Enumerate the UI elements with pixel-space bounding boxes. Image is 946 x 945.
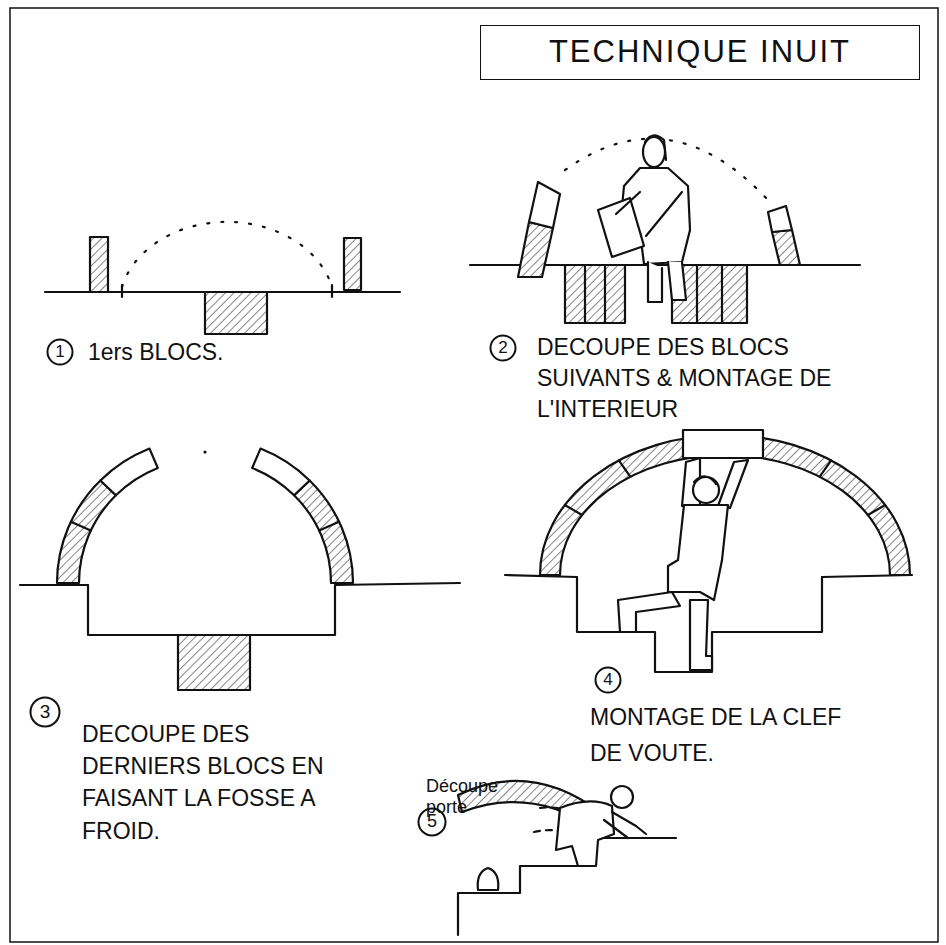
dome-outline-dashed [122,222,332,287]
callout-text: Découpe porte [426,776,510,817]
number-circle [491,336,516,361]
page-frame [10,8,938,942]
block-cut [697,265,722,323]
dome-blocks [252,449,309,496]
dome-blocks [294,481,353,584]
ground-line [20,583,460,585]
number-circle [48,340,73,365]
step-caption: 1ers BLOCS. [88,339,318,367]
number-circle [31,698,60,727]
step-number: 4 [594,666,622,694]
builder-leg [690,600,712,670]
snow-block [529,182,560,228]
block-quarry [205,292,267,334]
builder-hair [645,135,666,160]
title-text: TECHNIQUE INUIT [549,35,851,69]
step-caption: DECOUPE DES BLOCS SUIVANTS & MONTAGE DE … [537,332,847,425]
builder-head [693,477,719,503]
step-caption: DECOUPE DES DERNIERS BLOCS EN FAISANT LA… [82,718,372,847]
cold-trap-pit [178,635,250,690]
snow-chunk [478,868,499,890]
builder-arms [604,812,646,838]
builder-hair [694,476,716,484]
step-number: 3 [29,696,61,728]
snow-block [772,230,800,265]
step-number: 2 [489,334,517,362]
snow-block [344,238,361,290]
block-joint [71,522,339,531]
snow-block [90,237,108,292]
callout-number: 3 [40,702,51,723]
builder-arms [682,458,748,508]
block-cut [585,265,605,323]
builder-head [611,786,633,808]
builder-legs [648,262,686,302]
title-box: TECHNIQUE INUIT [480,25,920,80]
block-quarry [565,265,625,323]
step-caption: MONTAGE DE LA CLEF DE VOUTE. [590,700,860,771]
builder-arms [616,192,682,236]
dome-blocks [100,449,157,496]
callout-number: 4 [603,671,612,690]
callout-number: 1 [55,343,64,362]
crouching-builder [556,801,614,866]
dome-apex-dot [203,450,206,453]
snow-block [768,206,792,232]
keystone-block [683,430,763,458]
interior-pit [88,585,335,635]
builder-body [668,505,728,600]
snow-block [518,222,553,277]
dome-blocks [57,481,116,584]
floor-steps [458,838,676,935]
number-circle [596,668,621,693]
builder-leg [618,592,680,632]
step-number: 1 [46,338,74,366]
callout-number: 2 [498,339,507,358]
carried-block [598,198,644,257]
